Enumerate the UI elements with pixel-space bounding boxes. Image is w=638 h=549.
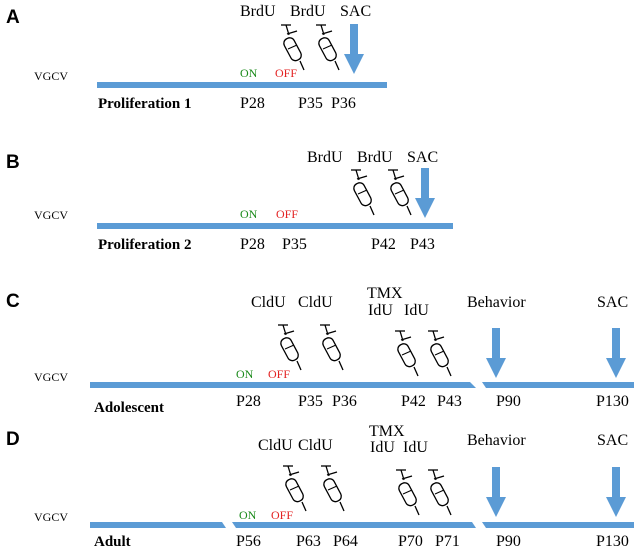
panel-b-sac-label: SAC	[407, 149, 438, 166]
panel-c-injection-1-label: CldU	[251, 294, 286, 311]
panel-d-behavior-label: Behavior	[467, 432, 526, 449]
panel-d-sac-arrow-icon	[606, 467, 626, 517]
panel-a-letter: A	[6, 7, 20, 28]
panel-c-off-label: OFF	[268, 367, 290, 381]
panel-c-behavior-arrow-icon	[486, 328, 506, 378]
panel-a-vgcv-label: VGCV	[34, 69, 68, 83]
panel-a-injection-1-label: BrdU	[240, 3, 276, 20]
panel-d-on-label: ON	[239, 508, 257, 522]
panel-b-injection-1-label: BrdU	[307, 149, 343, 166]
panel-c-syringe-icon-2	[319, 324, 344, 371]
panel-c-vgcv-label: VGCV	[34, 370, 68, 384]
panel-c-behavior-label: Behavior	[467, 294, 526, 311]
panel-c-syringe-icon-1	[277, 324, 302, 371]
panel-c-injection-2-label: CldU	[298, 294, 333, 311]
panel-a-off-label: OFF	[275, 66, 297, 80]
panel-d-day-1: P56	[236, 533, 261, 549]
panel-b-letter: B	[6, 152, 20, 173]
panel-c-day-5: P43	[437, 393, 462, 410]
panel-b-sac-arrow-icon	[415, 168, 435, 218]
panel-a-day-3: P36	[331, 95, 356, 112]
panel-b: B VGCV ON OFF BrdU BrdU SAC Proliferatio…	[6, 149, 453, 253]
panel-d-injection-3-label: IdU	[370, 439, 395, 456]
panel-a-protocol-name: Proliferation 1	[98, 96, 191, 112]
panel-c-day-4: P42	[401, 393, 426, 410]
panel-c-on-label: ON	[236, 367, 254, 381]
panel-d-day-6: P90	[496, 533, 521, 549]
panel-c-day-1: P28	[236, 393, 261, 410]
panel-d-behavior-arrow-icon	[486, 467, 506, 517]
panel-c-sac-label: SAC	[597, 294, 628, 311]
panel-d-timeline-bar-middle	[232, 522, 476, 528]
panel-d-letter: D	[6, 429, 20, 450]
panel-c-injection-3-label: IdU	[368, 302, 393, 319]
panel-d-tmx-label: TMX	[369, 423, 405, 440]
panel-d-protocol-name: Adult	[94, 534, 131, 549]
panel-c-protocol-name: Adolescent	[94, 400, 164, 416]
panel-d-syringe-icon-2	[320, 465, 345, 512]
panel-d-vgcv-label: VGCV	[34, 510, 68, 524]
panel-c-syringe-icon-3	[394, 330, 419, 377]
panel-d-timeline-bar-right	[482, 522, 634, 528]
panel-b-day-3: P42	[371, 236, 396, 253]
panel-c-day-6: P90	[496, 393, 521, 410]
panel-b-syringe-icon-1	[350, 169, 375, 216]
panel-a-syringe-icon-1	[280, 24, 305, 71]
panel-b-on-label: ON	[240, 207, 258, 221]
panel-d-off-label: OFF	[271, 508, 293, 522]
panel-b-day-2: P35	[282, 236, 307, 253]
panel-c-day-2: P35	[298, 393, 323, 410]
panel-a-day-1: P28	[240, 95, 265, 112]
panel-d-day-2: P63	[296, 533, 321, 549]
panel-a: A VGCV ON OFF BrdU BrdU SAC Proliferatio…	[6, 3, 387, 112]
panel-c: C VGCV ON OFF CldU CldU TMX IdU IdU Beha…	[6, 285, 634, 416]
panel-c-tmx-label: TMX	[367, 285, 403, 302]
panel-b-off-label: OFF	[276, 207, 298, 221]
panel-a-sac-label: SAC	[340, 3, 371, 20]
panel-c-day-3: P36	[332, 393, 357, 410]
panel-d-syringe-icon-1	[282, 465, 307, 512]
panel-c-injection-4-label: IdU	[404, 302, 429, 319]
panel-b-syringe-icon-2	[387, 169, 412, 216]
panel-c-letter: C	[6, 291, 20, 312]
panel-a-syringe-icon-2	[315, 24, 340, 71]
panel-d-syringe-icon-3	[395, 469, 420, 516]
panel-b-timeline-bar	[97, 223, 453, 229]
panel-c-timeline-bar-right	[482, 382, 634, 388]
panel-d-day-7: P130	[596, 533, 629, 549]
panel-b-day-4: P43	[410, 236, 435, 253]
panel-c-syringe-icon-4	[427, 330, 452, 377]
panel-a-timeline-bar	[97, 82, 387, 88]
panel-c-day-7: P130	[596, 393, 629, 410]
panel-a-sac-arrow-icon	[344, 24, 364, 74]
panel-d: D VGCV ON OFF CldU CldU TMX IdU IdU Beha…	[6, 423, 634, 549]
panel-a-injection-2-label: BrdU	[290, 3, 326, 20]
panel-d-injection-4-label: IdU	[403, 439, 428, 456]
panel-c-sac-arrow-icon	[606, 328, 626, 378]
panel-b-injection-2-label: BrdU	[357, 149, 393, 166]
panel-d-injection-2-label: CldU	[298, 437, 333, 454]
panel-d-day-4: P70	[398, 533, 423, 549]
panel-d-injection-1-label: CldU	[258, 437, 293, 454]
panel-a-on-label: ON	[240, 66, 258, 80]
panel-c-timeline-bar-left	[90, 382, 476, 388]
panel-d-sac-label: SAC	[597, 432, 628, 449]
panel-d-day-3: P64	[333, 533, 358, 549]
panel-b-day-1: P28	[240, 236, 265, 253]
panel-b-vgcv-label: VGCV	[34, 208, 68, 222]
panel-a-day-2: P35	[298, 95, 323, 112]
panel-d-syringe-icon-4	[427, 469, 452, 516]
panel-d-timeline-bar-left	[90, 522, 226, 528]
panel-b-protocol-name: Proliferation 2	[98, 237, 191, 253]
panel-d-day-5: P71	[435, 533, 460, 549]
